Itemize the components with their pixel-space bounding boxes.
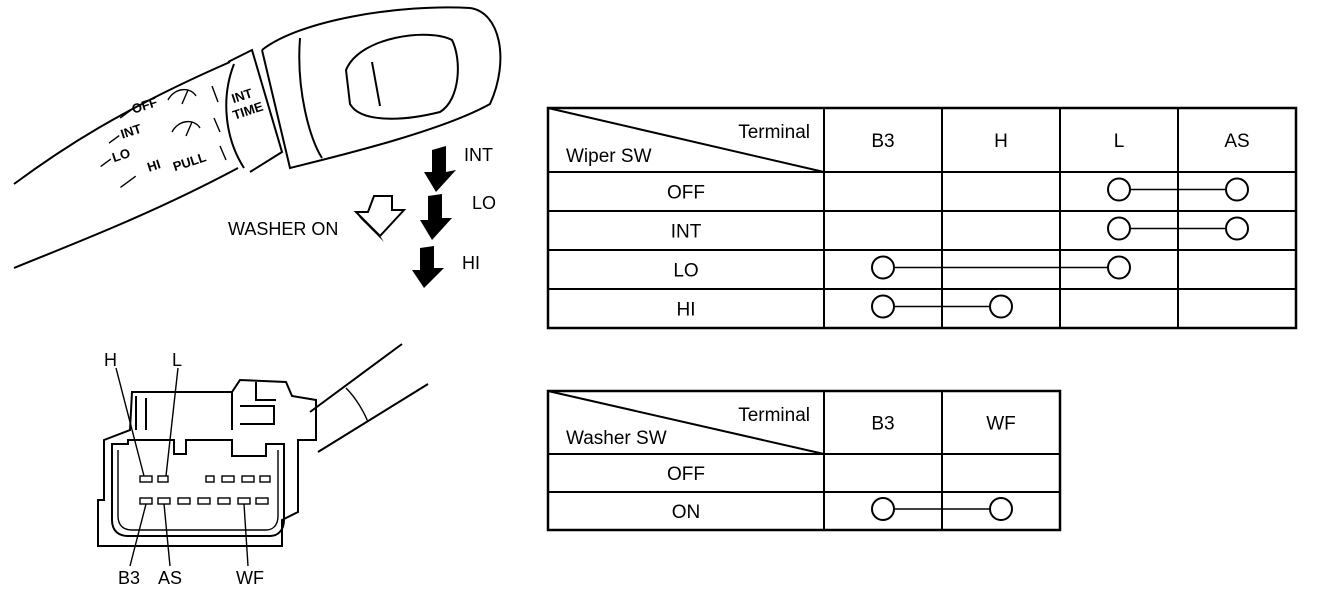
int-time-label-1: INT xyxy=(230,85,255,106)
wiper-table-row-label-int: INT xyxy=(671,222,702,243)
arrow-hi-label: HI xyxy=(462,253,480,273)
wiper-table-row-label-off: OFF xyxy=(667,183,705,204)
washer-table-corner-switch: Washer SW xyxy=(566,428,667,449)
wiper-table-corner-switch: Wiper SW xyxy=(566,146,652,167)
wiper-table-continuity-circle xyxy=(871,294,895,319)
wiper-table-continuity-circle xyxy=(989,294,1013,319)
wiper-table-row-label-hi: HI xyxy=(677,300,696,321)
washer-table-corner-terminal: Terminal xyxy=(738,405,810,426)
wiper-table-continuity-circle xyxy=(1225,216,1249,241)
washer-table-col-header-wf: WF xyxy=(986,414,1016,435)
wiper-table-corner-terminal: Terminal xyxy=(738,122,810,143)
arrow-down-icon xyxy=(412,246,444,288)
connector-illustration: H L B3 AS WF xyxy=(97,343,429,588)
lever-pos-off: OFF xyxy=(130,94,159,116)
wiper-table-continuity-circle xyxy=(1107,177,1131,202)
washer-table-corner-diagonal xyxy=(547,390,825,455)
wiper-table-col-header-as: AS xyxy=(1224,131,1249,152)
connector-terminal-as: AS xyxy=(158,568,182,588)
connector-terminal-l: L xyxy=(172,350,182,370)
washer-arrow-icon xyxy=(353,195,407,242)
wiper-table-col-header-b3: B3 xyxy=(871,131,894,152)
connector-terminal-b3: B3 xyxy=(118,568,140,588)
lever-pull-label: PULL xyxy=(171,149,208,174)
arrow-down-icon xyxy=(420,194,452,240)
washer-table-continuity-circle xyxy=(871,497,895,521)
wiper-table-continuity-circle xyxy=(1107,255,1131,280)
wiper-table-col-header-h: H xyxy=(994,131,1008,152)
arrow-int-label: INT xyxy=(464,145,493,165)
washer-on-label: WASHER ON xyxy=(228,219,338,239)
wiper-table-continuity-circle xyxy=(1225,177,1249,202)
wiper-table-col-header-l: L xyxy=(1114,131,1125,152)
wiper-table-row-label-lo: LO xyxy=(673,261,698,282)
position-arrows: INT LO HI WASHER ON xyxy=(228,145,496,288)
wiper-table-continuity-circle xyxy=(871,255,895,280)
connector-terminal-wf: WF xyxy=(236,568,264,588)
washer-table-row-label-on: ON xyxy=(672,502,701,523)
lever-pos-int: INT xyxy=(119,121,144,142)
arrow-down-icon xyxy=(424,146,456,192)
wiper-table-border xyxy=(546,106,1298,330)
arrow-lo-label: LO xyxy=(472,193,496,213)
wiper-table-corner-diagonal xyxy=(547,107,825,173)
washer-wiper-icon xyxy=(171,121,201,137)
washer-table-continuity-circle xyxy=(989,497,1013,521)
washer-table-col-header-b3: B3 xyxy=(871,414,894,435)
wiper-icon xyxy=(167,89,197,105)
washer-table-row-label-off: OFF xyxy=(667,464,705,485)
connector-terminal-h: H xyxy=(104,350,117,370)
lever-pos-lo: LO xyxy=(110,145,132,165)
washer-table-border xyxy=(546,389,1062,532)
lever-pos-hi: HI xyxy=(145,156,162,174)
wiper-table-continuity-circle xyxy=(1107,216,1131,241)
